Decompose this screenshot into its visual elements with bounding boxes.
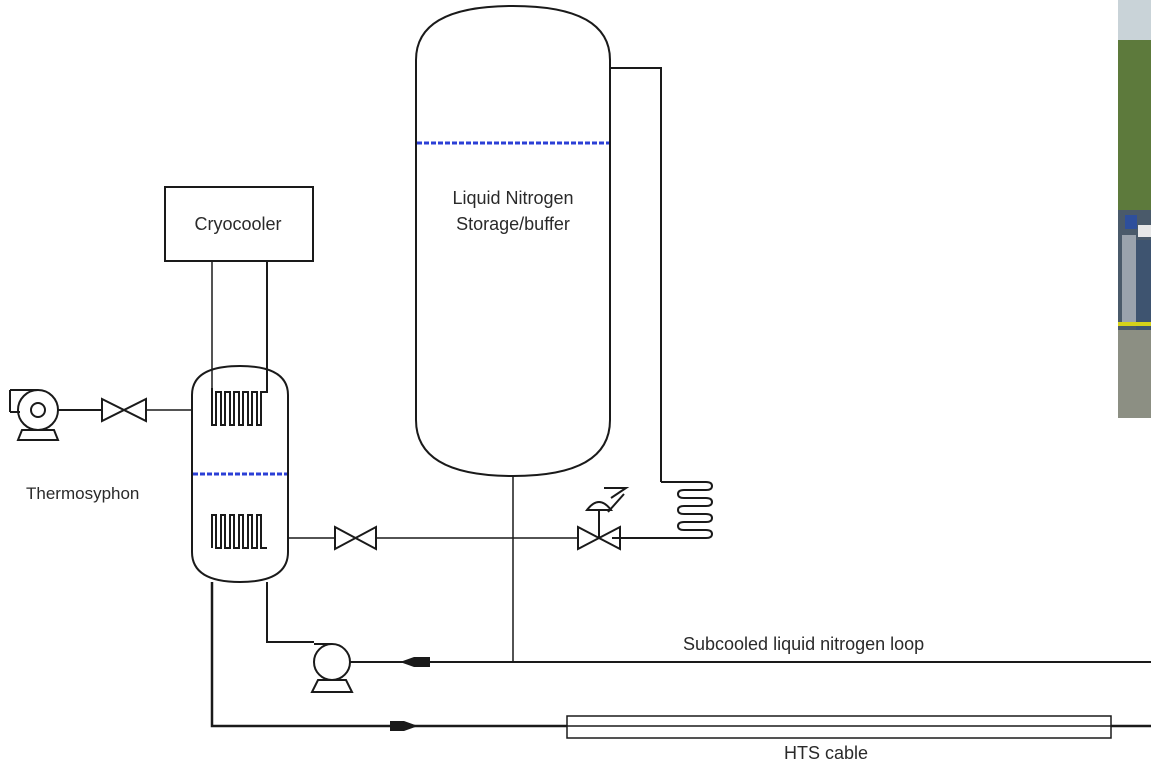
- cable-label: HTS cable: [784, 743, 868, 763]
- lower-coil-icon: [211, 514, 267, 549]
- vent-coil-icon: [612, 481, 714, 539]
- photo-fragment: [1118, 0, 1151, 418]
- loop-label: Subcooled liquid nitrogen loop: [683, 634, 924, 654]
- cryocooler-label: Cryocooler: [194, 214, 281, 234]
- storage-label-line2: Storage/buffer: [456, 214, 570, 234]
- storage-label-line1: Liquid Nitrogen: [452, 188, 573, 208]
- cable-flow-arrow-icon: [390, 721, 418, 731]
- circulation-pump-icon: [310, 643, 354, 693]
- isolation-valve-icon: [334, 525, 377, 551]
- vacuum-valve-icon: [101, 397, 147, 423]
- vent-pipe: [610, 67, 662, 482]
- upper-coil-icon: [211, 388, 268, 426]
- pressure-control-valve-icon: [577, 487, 630, 551]
- loop-return-pipe: [266, 582, 314, 643]
- storage-tank: [415, 4, 611, 478]
- thermosyphon-vessel: [191, 364, 289, 584]
- loop-flow-arrow-icon: [400, 657, 430, 667]
- thermosyphon-label: Thermosyphon: [26, 484, 139, 503]
- vacuum-pump-icon: [9, 389, 60, 441]
- cable-return-pipe: [210, 582, 1151, 728]
- cryocooler-box: [164, 186, 314, 262]
- hts-cable: [566, 715, 1112, 739]
